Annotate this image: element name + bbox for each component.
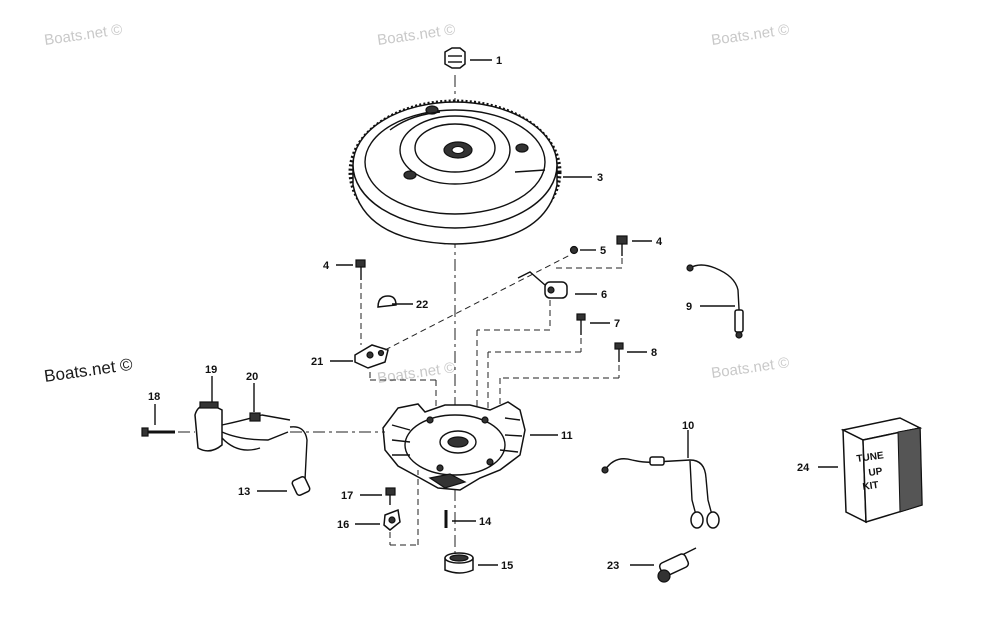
callout-20: 20 <box>246 371 258 383</box>
pickup-part <box>517 271 568 299</box>
ignition-coil-part <box>194 401 291 452</box>
callout-8: 8 <box>651 347 657 359</box>
clip-part <box>377 295 397 308</box>
callout-1: 1 <box>496 55 502 67</box>
watermark-mid-right: Boats.net © <box>710 354 790 382</box>
nut-part <box>444 47 466 69</box>
tune-up-kit-label-line2: UP <box>868 466 884 479</box>
callout-3: 3 <box>597 172 603 184</box>
screw-18-part <box>141 427 175 437</box>
callout-19: 19 <box>205 364 217 376</box>
screw-right-part <box>616 235 628 256</box>
watermark-top-left: Boats.net © <box>43 21 123 49</box>
callout-5: 5 <box>600 245 606 257</box>
screw-8-part <box>614 342 624 362</box>
clamp-part <box>383 508 401 531</box>
bracket-part <box>354 344 389 369</box>
callout-23: 23 <box>607 560 619 572</box>
callout-9: 9 <box>686 301 692 313</box>
screw-small-part <box>569 245 579 255</box>
flywheel-part <box>348 99 562 245</box>
callout-18: 18 <box>148 391 160 403</box>
stator-part <box>382 401 526 491</box>
watermark-top-right: Boats.net © <box>710 21 790 49</box>
screw-7-part <box>576 313 586 335</box>
callout-13: 13 <box>238 486 250 498</box>
grommet-part <box>249 412 261 422</box>
callout-4-left: 4 <box>323 260 330 272</box>
callout-10: 10 <box>682 420 694 432</box>
tune-up-kit-box: TUNE UP KIT <box>840 417 923 524</box>
callout-24: 24 <box>797 462 810 474</box>
watermark-top-center: Boats.net © <box>376 21 456 49</box>
bushing-part <box>444 552 474 574</box>
switch-part <box>657 547 697 583</box>
callout-11: 11 <box>561 430 573 442</box>
callout-6: 6 <box>601 289 607 301</box>
callout-22: 22 <box>416 299 428 311</box>
callout-17: 17 <box>341 490 353 502</box>
callout-16: 16 <box>337 519 349 531</box>
callout-21: 21 <box>311 356 323 368</box>
wire-lead-part <box>686 264 744 339</box>
watermark-mid-center: Boats.net © <box>376 359 456 387</box>
tune-up-kit-label-line3: KIT <box>862 480 879 493</box>
watermark-left: Boats.net © <box>43 355 134 386</box>
callout-14: 14 <box>479 516 492 528</box>
callout-7: 7 <box>614 318 620 330</box>
screw-left-part <box>355 259 366 280</box>
harness-part <box>601 456 720 529</box>
callout-4-right: 4 <box>656 236 663 248</box>
callout-15: 15 <box>501 560 513 572</box>
tune-up-kit-label-line1: TUNE <box>856 450 885 465</box>
screw-17-part <box>385 487 396 505</box>
spark-lead-part <box>289 426 311 496</box>
